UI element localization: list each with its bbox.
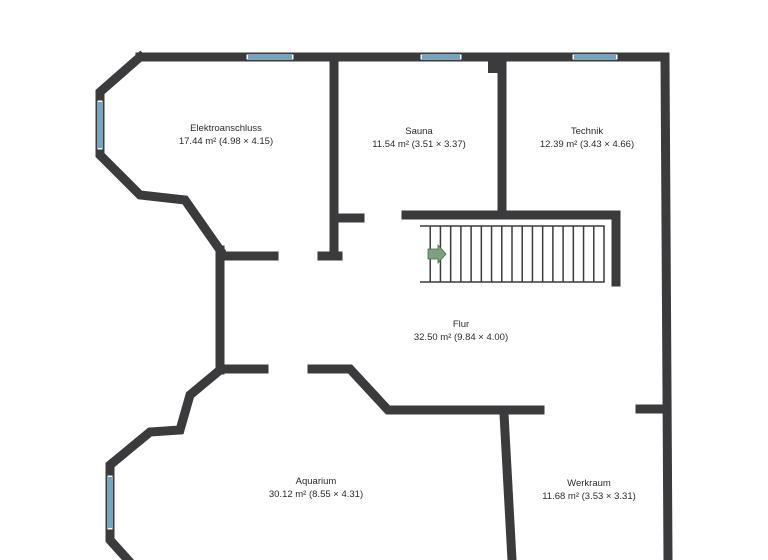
room-labels: Elektroanschluss 17.44 m² (4.98 × 4.15) … <box>179 123 636 502</box>
staircase <box>420 225 605 283</box>
room-flur-size: 32.50 m² (9.84 × 4.00) <box>414 332 508 343</box>
wall-aquarium-werkraum <box>499 409 517 560</box>
wall-upper-left-bay <box>95 50 227 257</box>
room-aquarium-size: 30.12 m² (8.55 × 4.31) <box>269 489 363 500</box>
wall-column-top <box>488 57 506 73</box>
room-sauna-name: Sauna <box>405 126 433 137</box>
room-werkraum-name: Werkraum <box>567 478 611 489</box>
room-flur-name: Flur <box>453 319 469 330</box>
room-technik-name: Technik <box>571 126 603 137</box>
room-werkraum-size: 11.68 m² (3.53 × 3.31) <box>542 491 636 502</box>
room-sauna-size: 11.54 m² (3.51 × 3.37) <box>372 139 466 150</box>
room-elektroanschluss-size: 17.44 m² (4.98 × 4.15) <box>179 136 273 147</box>
room-technik-size: 12.39 m² (3.43 × 4.66) <box>540 139 634 150</box>
room-elektroanschluss-name: Elektroanschluss <box>190 123 262 134</box>
room-aquarium-name: Aquarium <box>296 476 337 487</box>
wall-lower-left-bay <box>105 363 227 560</box>
wall-aquarium-top <box>307 364 545 415</box>
wall-right <box>660 52 673 560</box>
interior-walls <box>219 52 669 560</box>
wall-stair-top <box>401 210 621 287</box>
stair-direction-arrow <box>427 243 447 265</box>
windows <box>96 53 619 531</box>
